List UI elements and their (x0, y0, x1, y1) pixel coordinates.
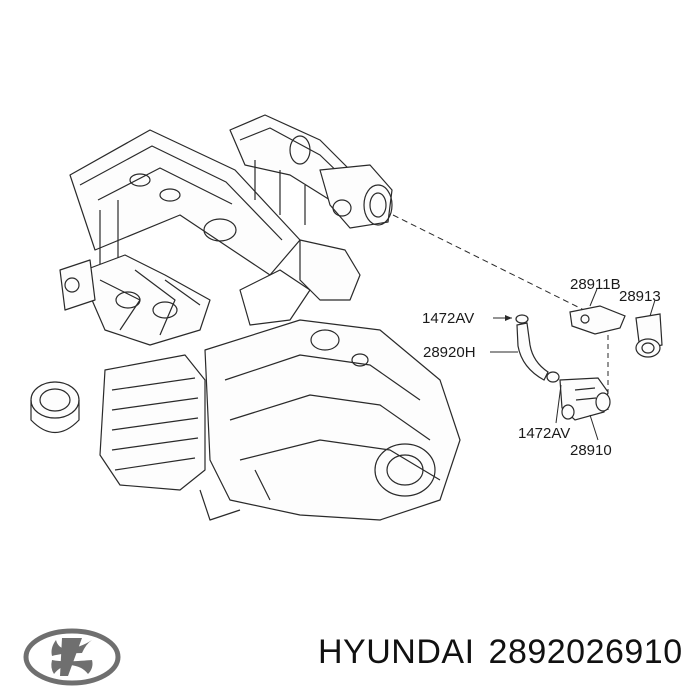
bracket-28911b-part (569, 305, 626, 335)
hyundai-logo-icon (23, 628, 121, 686)
label-28911b: 28911B (570, 276, 621, 293)
brand-name: HYUNDAI (318, 633, 475, 671)
solenoid-valve-28910-part (559, 377, 611, 421)
arrow-head-icon (505, 315, 512, 321)
label-28920h: 28920H (423, 344, 476, 361)
footer-caption: HYUNDAI 2892026910 (318, 633, 697, 672)
insulator-28913-part (635, 313, 663, 358)
part-number: 2892026910 (488, 633, 683, 671)
label-1472av-top: 1472AV (422, 310, 474, 327)
hose-28920h-part (515, 314, 560, 383)
engine-assembly-illustration (30, 114, 461, 521)
dashed-leader-line-throttle (392, 214, 589, 313)
label-1472av-bottom: 1472AV (518, 425, 570, 442)
label-28910: 28910 (570, 442, 612, 459)
label-28913: 28913 (619, 288, 661, 305)
